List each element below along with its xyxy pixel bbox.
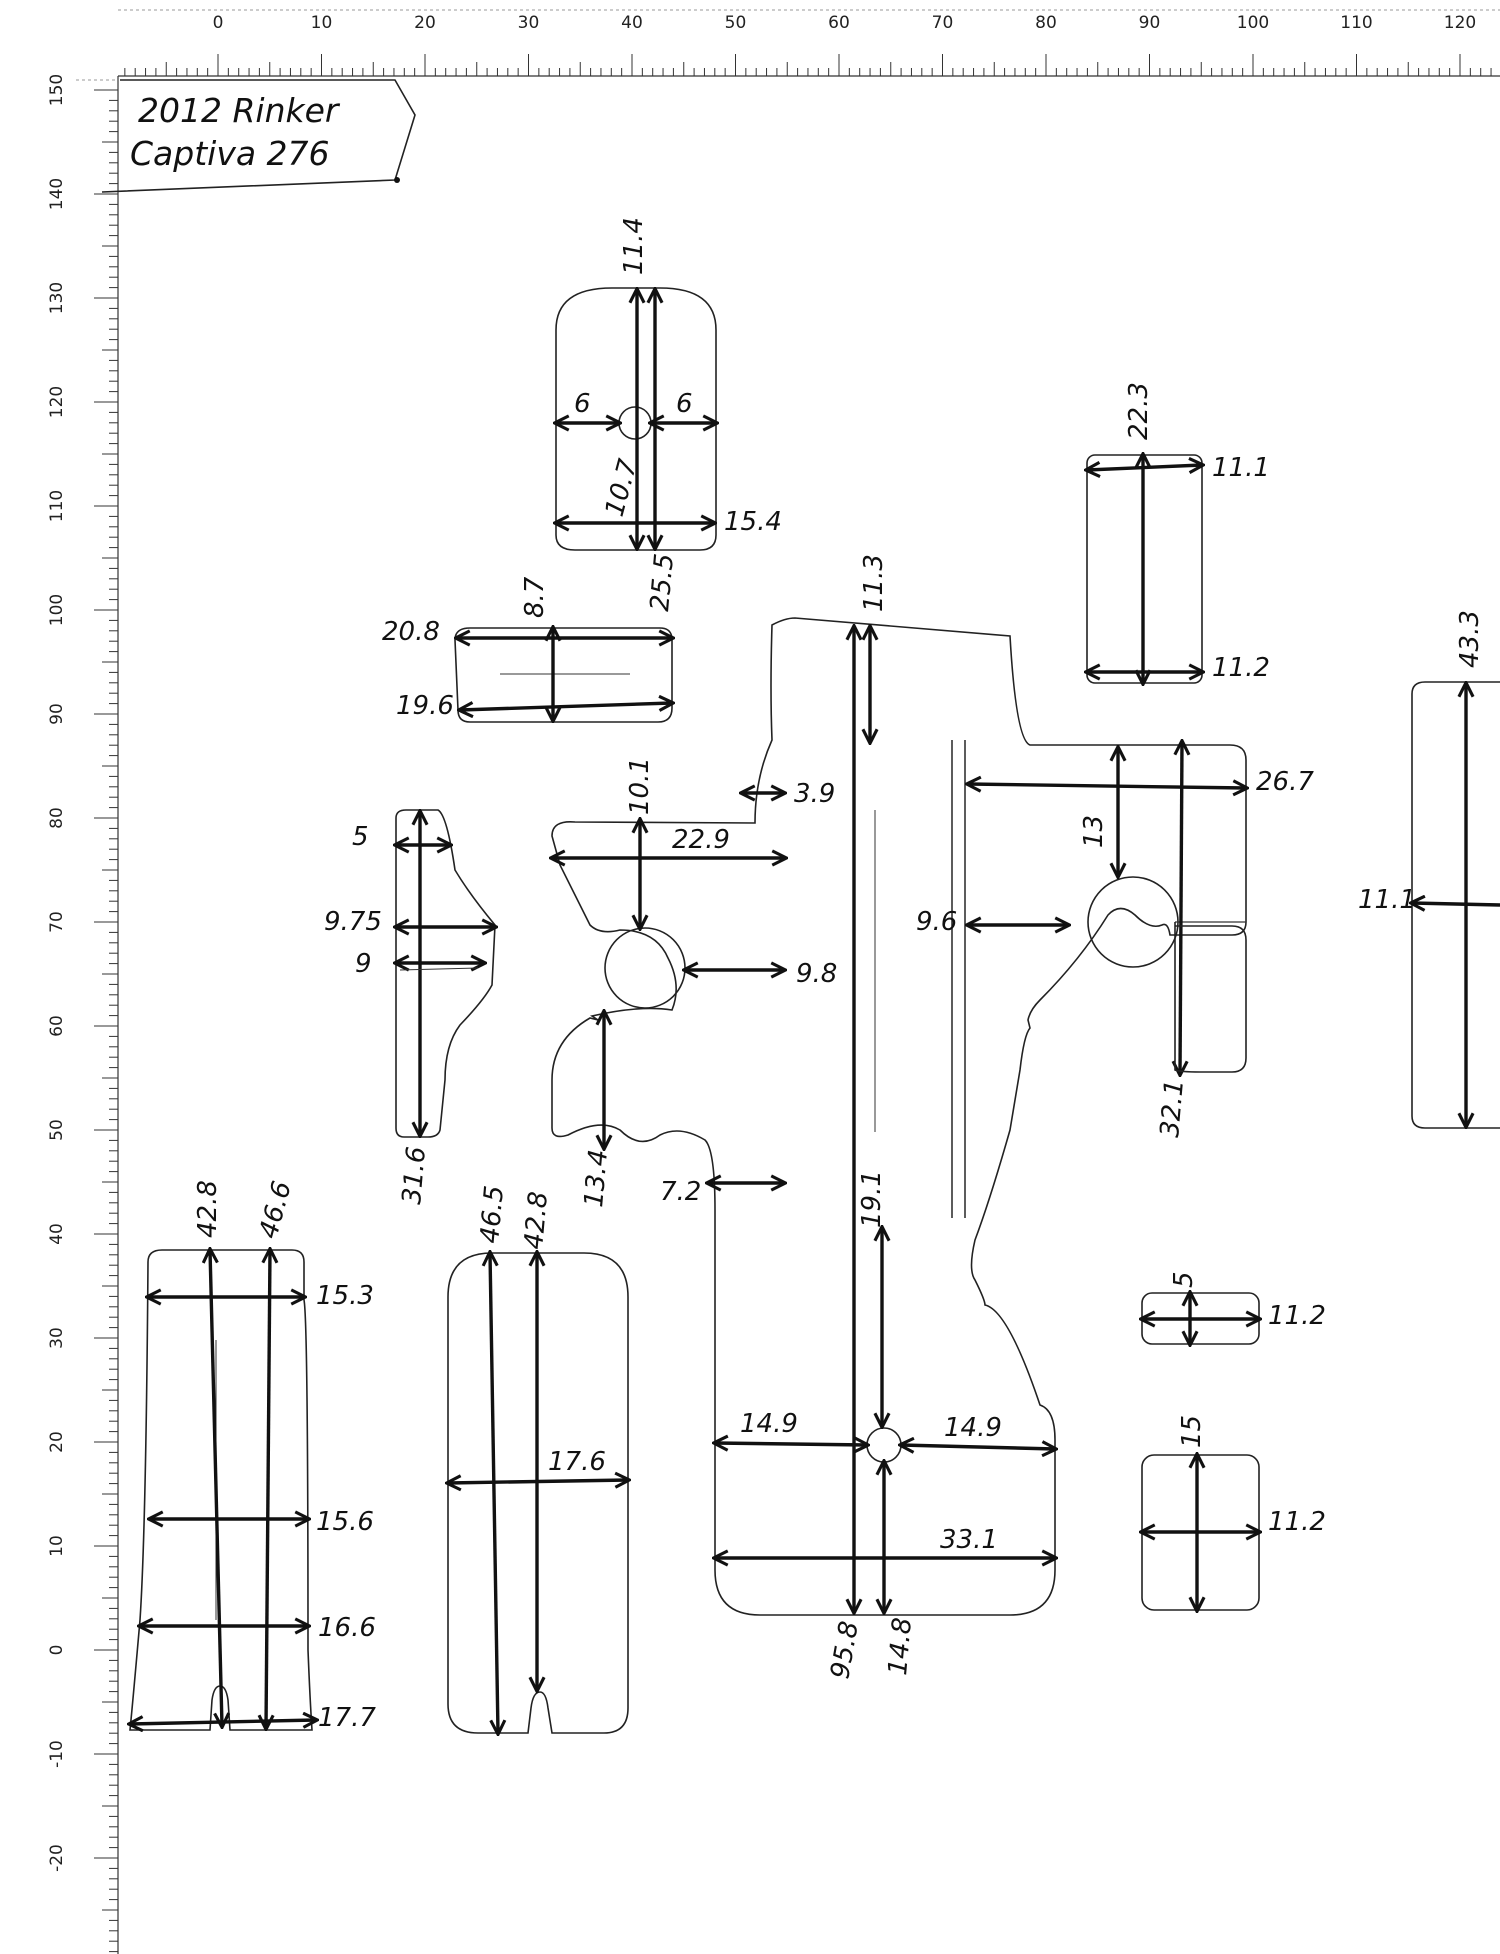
left-ruler-label: 110 xyxy=(47,490,67,522)
dimension-6-right: 6 xyxy=(676,389,693,419)
dimension-15-3: 15.3 xyxy=(316,1281,374,1311)
pad-piece-narrow-left: 5 9.75 9 31.6 xyxy=(324,810,495,1206)
dimension-15-4: 15.4 xyxy=(724,507,782,537)
dimension-9-75: 9.75 xyxy=(324,907,382,937)
dimension-15: 15 xyxy=(1177,1415,1207,1448)
left-ruler: 1501401301201101009080706050403020100-10… xyxy=(47,74,119,1954)
dimension-33-1: 33.1 xyxy=(940,1525,998,1555)
top-ruler-label: 30 xyxy=(518,13,540,33)
dimension-20-8: 20.8 xyxy=(382,617,440,647)
top-ruler-labels: 0 10 20 30 40 50 60 70 80 90 100 110 120 xyxy=(213,13,1477,33)
left-ruler-label: 40 xyxy=(47,1223,67,1245)
pad-piece-far-right: 43.3 11.1 xyxy=(1358,610,1500,1128)
dimension-8-7: 8.7 xyxy=(520,576,550,618)
top-ruler-label: 80 xyxy=(1035,13,1057,33)
dimension-14-9-left: 14.9 xyxy=(740,1409,798,1439)
left-ruler-label: 50 xyxy=(47,1119,67,1141)
pad-piece-small-right-1: 5 11.2 xyxy=(1142,1271,1326,1344)
dimension-11-2-bottom: 11.2 xyxy=(1268,1507,1326,1537)
dimension-7-2: 7.2 xyxy=(660,1177,701,1207)
dimension-11-2-top: 11.2 xyxy=(1212,653,1270,683)
dimension-43-3: 43.3 xyxy=(1455,610,1485,668)
top-ruler-label: 60 xyxy=(828,13,850,33)
left-ruler-label: 0 xyxy=(47,1645,67,1656)
left-ruler-label: 20 xyxy=(47,1431,67,1453)
left-ruler-ticks xyxy=(94,89,118,1953)
dimension-3-9: 3.9 xyxy=(794,779,835,809)
top-ruler-label: 0 xyxy=(213,13,224,33)
top-ruler: 0 10 20 30 40 50 60 70 80 90 100 110 120 xyxy=(118,9,1500,77)
dimension-17-7: 17.7 xyxy=(318,1703,376,1733)
dimension-42-8-left: 42.8 xyxy=(193,1180,223,1238)
left-ruler-label: 80 xyxy=(47,807,67,829)
left-ruler-label: 120 xyxy=(47,386,67,418)
pad-piece-small-right-2: 15 11.2 xyxy=(1142,1415,1326,1610)
top-ruler-label: 70 xyxy=(932,13,954,33)
left-ruler-labels: 1501401301201101009080706050403020100-10… xyxy=(47,74,67,1872)
dimension-31-6: 31.6 xyxy=(397,1145,432,1205)
left-ruler-label: 140 xyxy=(47,178,67,210)
left-ruler-label: 130 xyxy=(47,282,67,314)
left-ruler-label: -10 xyxy=(47,1740,67,1768)
dimension-15-6: 15.6 xyxy=(316,1507,374,1537)
dimension-46-5: 46.5 xyxy=(475,1184,510,1244)
pad-piece-right-arm: 26.7 13 9.6 32.1 xyxy=(916,742,1314,1139)
top-ruler-label: 120 xyxy=(1444,13,1476,33)
dimension-17-6: 17.6 xyxy=(548,1447,606,1477)
dimension-42-8-mid: 42.8 xyxy=(519,1190,554,1250)
dimension-19-6: 19.6 xyxy=(396,691,454,721)
pad-piece-main-center: 11.3 3.9 10.1 22.9 9.8 13.4 7.2 19.1 14.… xyxy=(552,554,1247,1681)
title-line-1: 2012 Rinker xyxy=(138,91,341,130)
title-box: 2012 Rinker Captiva 276 xyxy=(101,79,416,193)
top-ruler-label: 90 xyxy=(1139,13,1161,33)
top-ruler-ticks xyxy=(124,54,1492,76)
dimension-22-3: 22.3 xyxy=(1124,382,1154,440)
dimension-11-1-right: 11.1 xyxy=(1358,885,1416,915)
top-ruler-label: 50 xyxy=(725,13,747,33)
dimension-26-7: 26.7 xyxy=(1256,767,1314,797)
left-ruler-label: 30 xyxy=(47,1327,67,1349)
dimension-6-left: 6 xyxy=(574,389,591,419)
pad-piece-hatch-top: 11.4 6 6 10.7 25.5 15.4 xyxy=(556,217,782,613)
dimension-19-1: 19.1 xyxy=(857,1170,887,1228)
dimension-9-6: 9.6 xyxy=(916,907,957,937)
dimension-5-top: 5 xyxy=(352,822,369,852)
dimension-11-3: 11.3 xyxy=(859,554,889,612)
dimension-13-4: 13.4 xyxy=(579,1148,614,1208)
dimension-14-9-right: 14.9 xyxy=(944,1413,1002,1443)
dimension-5-small: 5 xyxy=(1169,1271,1199,1288)
title-line-2: Captiva 276 xyxy=(130,134,330,173)
left-ruler-label: 60 xyxy=(47,1015,67,1037)
dimension-95-8: 95.8 xyxy=(825,1619,865,1681)
dimension-9: 9 xyxy=(355,949,372,979)
pad-piece-right-upper: 22.3 11.1 11.2 xyxy=(1087,382,1270,683)
dimension-32-1: 32.1 xyxy=(1155,1078,1190,1138)
left-ruler-label: 70 xyxy=(47,911,67,933)
top-ruler-label: 110 xyxy=(1340,13,1372,33)
top-ruler-label: 100 xyxy=(1237,13,1269,33)
top-ruler-label: 10 xyxy=(311,13,333,33)
left-ruler-label: 150 xyxy=(47,74,67,106)
dimension-13: 13 xyxy=(1079,815,1109,848)
left-ruler-label: -20 xyxy=(47,1844,67,1872)
left-ruler-label: 10 xyxy=(47,1535,67,1557)
dimension-11-1-top: 11.1 xyxy=(1212,453,1270,483)
pad-piece-bottom-middle: 46.5 42.8 17.6 xyxy=(448,1184,628,1733)
top-ruler-label: 40 xyxy=(621,13,643,33)
top-ruler-label: 20 xyxy=(414,13,436,33)
dimension-16-6: 16.6 xyxy=(318,1613,376,1643)
dimension-11-2-small: 11.2 xyxy=(1268,1301,1326,1331)
left-ruler-label: 90 xyxy=(47,703,67,725)
dimension-25-5: 25.5 xyxy=(645,552,680,612)
dimension-46-6: 46.6 xyxy=(254,1178,298,1242)
dimension-10-1: 10.1 xyxy=(625,757,655,815)
left-ruler-label: 100 xyxy=(47,594,67,626)
dimension-22-9: 22.9 xyxy=(672,825,730,855)
dimension-14-8: 14.8 xyxy=(883,1616,918,1676)
dimension-11-4: 11.4 xyxy=(619,217,649,275)
dimension-9-8: 9.8 xyxy=(796,959,837,989)
pad-piece-bottom-left: 42.8 46.6 15.3 15.6 16.6 17.7 xyxy=(130,1178,376,1733)
pad-piece-small-left: 20.8 8.7 19.6 xyxy=(382,576,672,722)
